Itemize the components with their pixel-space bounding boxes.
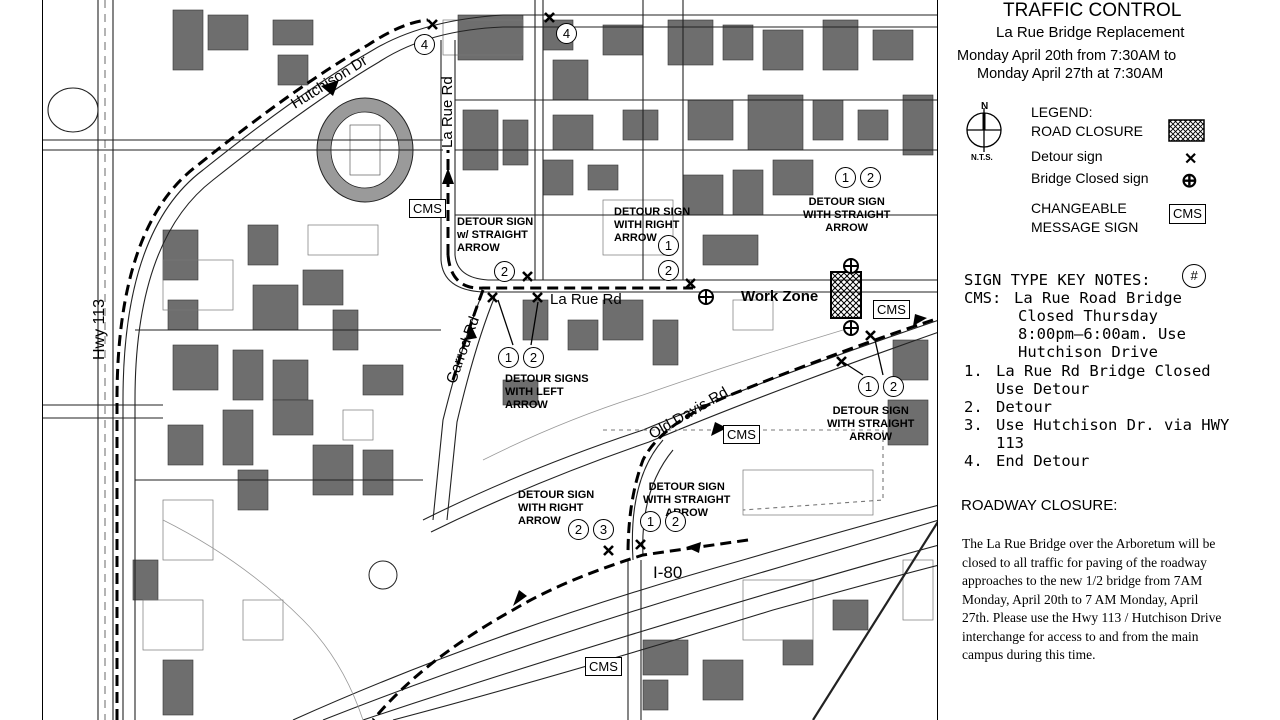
key-item-3-line1: Use Hutchison Dr. via HWY: [996, 416, 1230, 434]
legend-road-closure: ROAD CLOSURE: [1031, 123, 1144, 139]
note-straight-arrow-west: DETOUR SIGN w/ STRAIGHT ARROW: [457, 216, 534, 254]
cms-symbol: CMS: [1169, 204, 1206, 224]
sign-key-4-west: 4: [414, 34, 435, 55]
page-subtitle: La Rue Bridge Replacement: [996, 24, 1185, 41]
label-la-rue-rd-vertical: La Rue Rd: [439, 76, 456, 148]
bridge-closed-icon: ⊕: [1181, 170, 1198, 192]
legend-panel: TRAFFIC CONTROL La Rue Bridge Replacemen…: [938, 0, 1280, 720]
key-item-2-line1: Detour: [996, 398, 1052, 416]
label-i-80: I-80: [653, 563, 683, 582]
sign-key-1-south: 1: [640, 511, 661, 532]
road-closure-swatch: [1168, 119, 1205, 142]
key-item-1-num: 1.: [964, 362, 983, 380]
key-cms-line2: Closed Thursday: [1018, 307, 1158, 325]
sign-key-3-southwest: 3: [593, 519, 614, 540]
note-right-arrow-north: DETOUR SIGN WITH RIGHT ARROW: [614, 206, 691, 244]
north-arrow-icon: [966, 108, 1002, 152]
cms-box-south: CMS: [585, 657, 622, 676]
sign-key-2-west: 2: [494, 261, 515, 282]
legend-cms-line1: CHANGEABLE: [1031, 200, 1127, 216]
date-range-line2: Monday April 27th at 7:30AM: [977, 66, 1164, 82]
north-label: N: [981, 101, 989, 112]
note-right-arrow-south: DETOUR SIGN WITH RIGHT ARROW: [518, 489, 595, 527]
sign-key-2-north: 2: [658, 260, 679, 281]
key-cms-label: CMS:: [964, 289, 1002, 307]
detour-route: [115, 18, 934, 720]
campus-map: Hutchison Dr La Rue Rd La Rue Rd Garrod …: [42, 0, 938, 720]
note-straight-arrow-south: DETOUR SIGN WITH STRAIGHT ARROW: [643, 481, 731, 519]
legend-cms-line2: MESSAGE SIGN: [1031, 219, 1139, 235]
detour-sign-marks: [427, 12, 876, 556]
sign-key-1-north: 1: [658, 235, 679, 256]
note-straight-arrow-east: DETOUR SIGN WITH STRAIGHT ARROW: [803, 196, 891, 234]
key-item-4-num: 4.: [964, 452, 983, 470]
key-item-3-num: 3.: [964, 416, 983, 434]
legend-heading: LEGEND:: [1031, 104, 1093, 120]
label-la-rue-rd: La Rue Rd: [550, 291, 622, 308]
cms-box-old-davis: CMS: [723, 425, 760, 444]
page-title: TRAFFIC CONTROL: [1003, 0, 1182, 21]
sign-key-2-mid: 2: [523, 347, 544, 368]
key-item-3-line2: 113: [996, 434, 1024, 452]
sign-key-1-east: 1: [858, 376, 879, 397]
key-item-1-line2: Use Detour: [996, 380, 1090, 398]
leader-lines: [497, 299, 884, 376]
sign-key-1-ne: 1: [835, 167, 856, 188]
key-item-4-line1: End Detour: [996, 452, 1090, 470]
map-drawing: [43, 0, 937, 720]
note-straight-arrow-southeast: DETOUR SIGN WITH STRAIGHT ARROW: [827, 405, 915, 443]
key-notes-heading: SIGN TYPE KEY NOTES:: [964, 271, 1151, 289]
sign-key-2-south: 2: [665, 511, 686, 532]
key-cms-line3: 8:00pm–6:00am. Use: [1018, 325, 1186, 343]
sign-key-2-southwest: 2: [568, 519, 589, 540]
sign-key-1-mid: 1: [498, 347, 519, 368]
roundabout: [368, 560, 398, 590]
key-cms-line1: La Rue Road Bridge: [1014, 289, 1182, 307]
campus-buildings: [132, 9, 934, 716]
bridge-closed-signs: [698, 258, 859, 336]
label-work-zone: Work Zone: [741, 288, 819, 305]
key-cms-line4: Hutchison Drive: [1018, 343, 1158, 361]
key-item-1-line1: La Rue Rd Bridge Closed: [996, 362, 1211, 380]
closure-heading: ROADWAY CLOSURE:: [961, 497, 1118, 514]
sign-key-2-east: 2: [883, 376, 904, 397]
legend-bridge-closed-sign: Bridge Closed sign: [1031, 170, 1149, 186]
cms-box-east: CMS: [873, 300, 910, 319]
building-outlines: [142, 19, 934, 651]
note-left-arrow: DETOUR SIGNS WITH LEFT ARROW: [505, 373, 589, 411]
sign-key-4-east: 4: [556, 23, 577, 44]
detour-arrows: [321, 80, 927, 606]
sign-key-2-ne: 2: [860, 167, 881, 188]
detour-sign-icon: ✕: [1184, 151, 1198, 168]
cms-box-la-rue: CMS: [409, 199, 446, 218]
closure-text: The La Rue Bridge over the Arboretum wil…: [962, 536, 1222, 662]
key-notes-heading-symbol: #: [1182, 264, 1206, 288]
scale-label: N.T.S.: [971, 153, 993, 162]
label-hwy-113: Hwy 113: [91, 298, 108, 360]
legend-detour-sign: Detour sign: [1031, 148, 1103, 164]
date-range-line1: Monday April 20th from 7:30AM to: [957, 48, 1177, 64]
road-closure-area: [830, 271, 862, 319]
key-item-2-num: 2.: [964, 398, 983, 416]
